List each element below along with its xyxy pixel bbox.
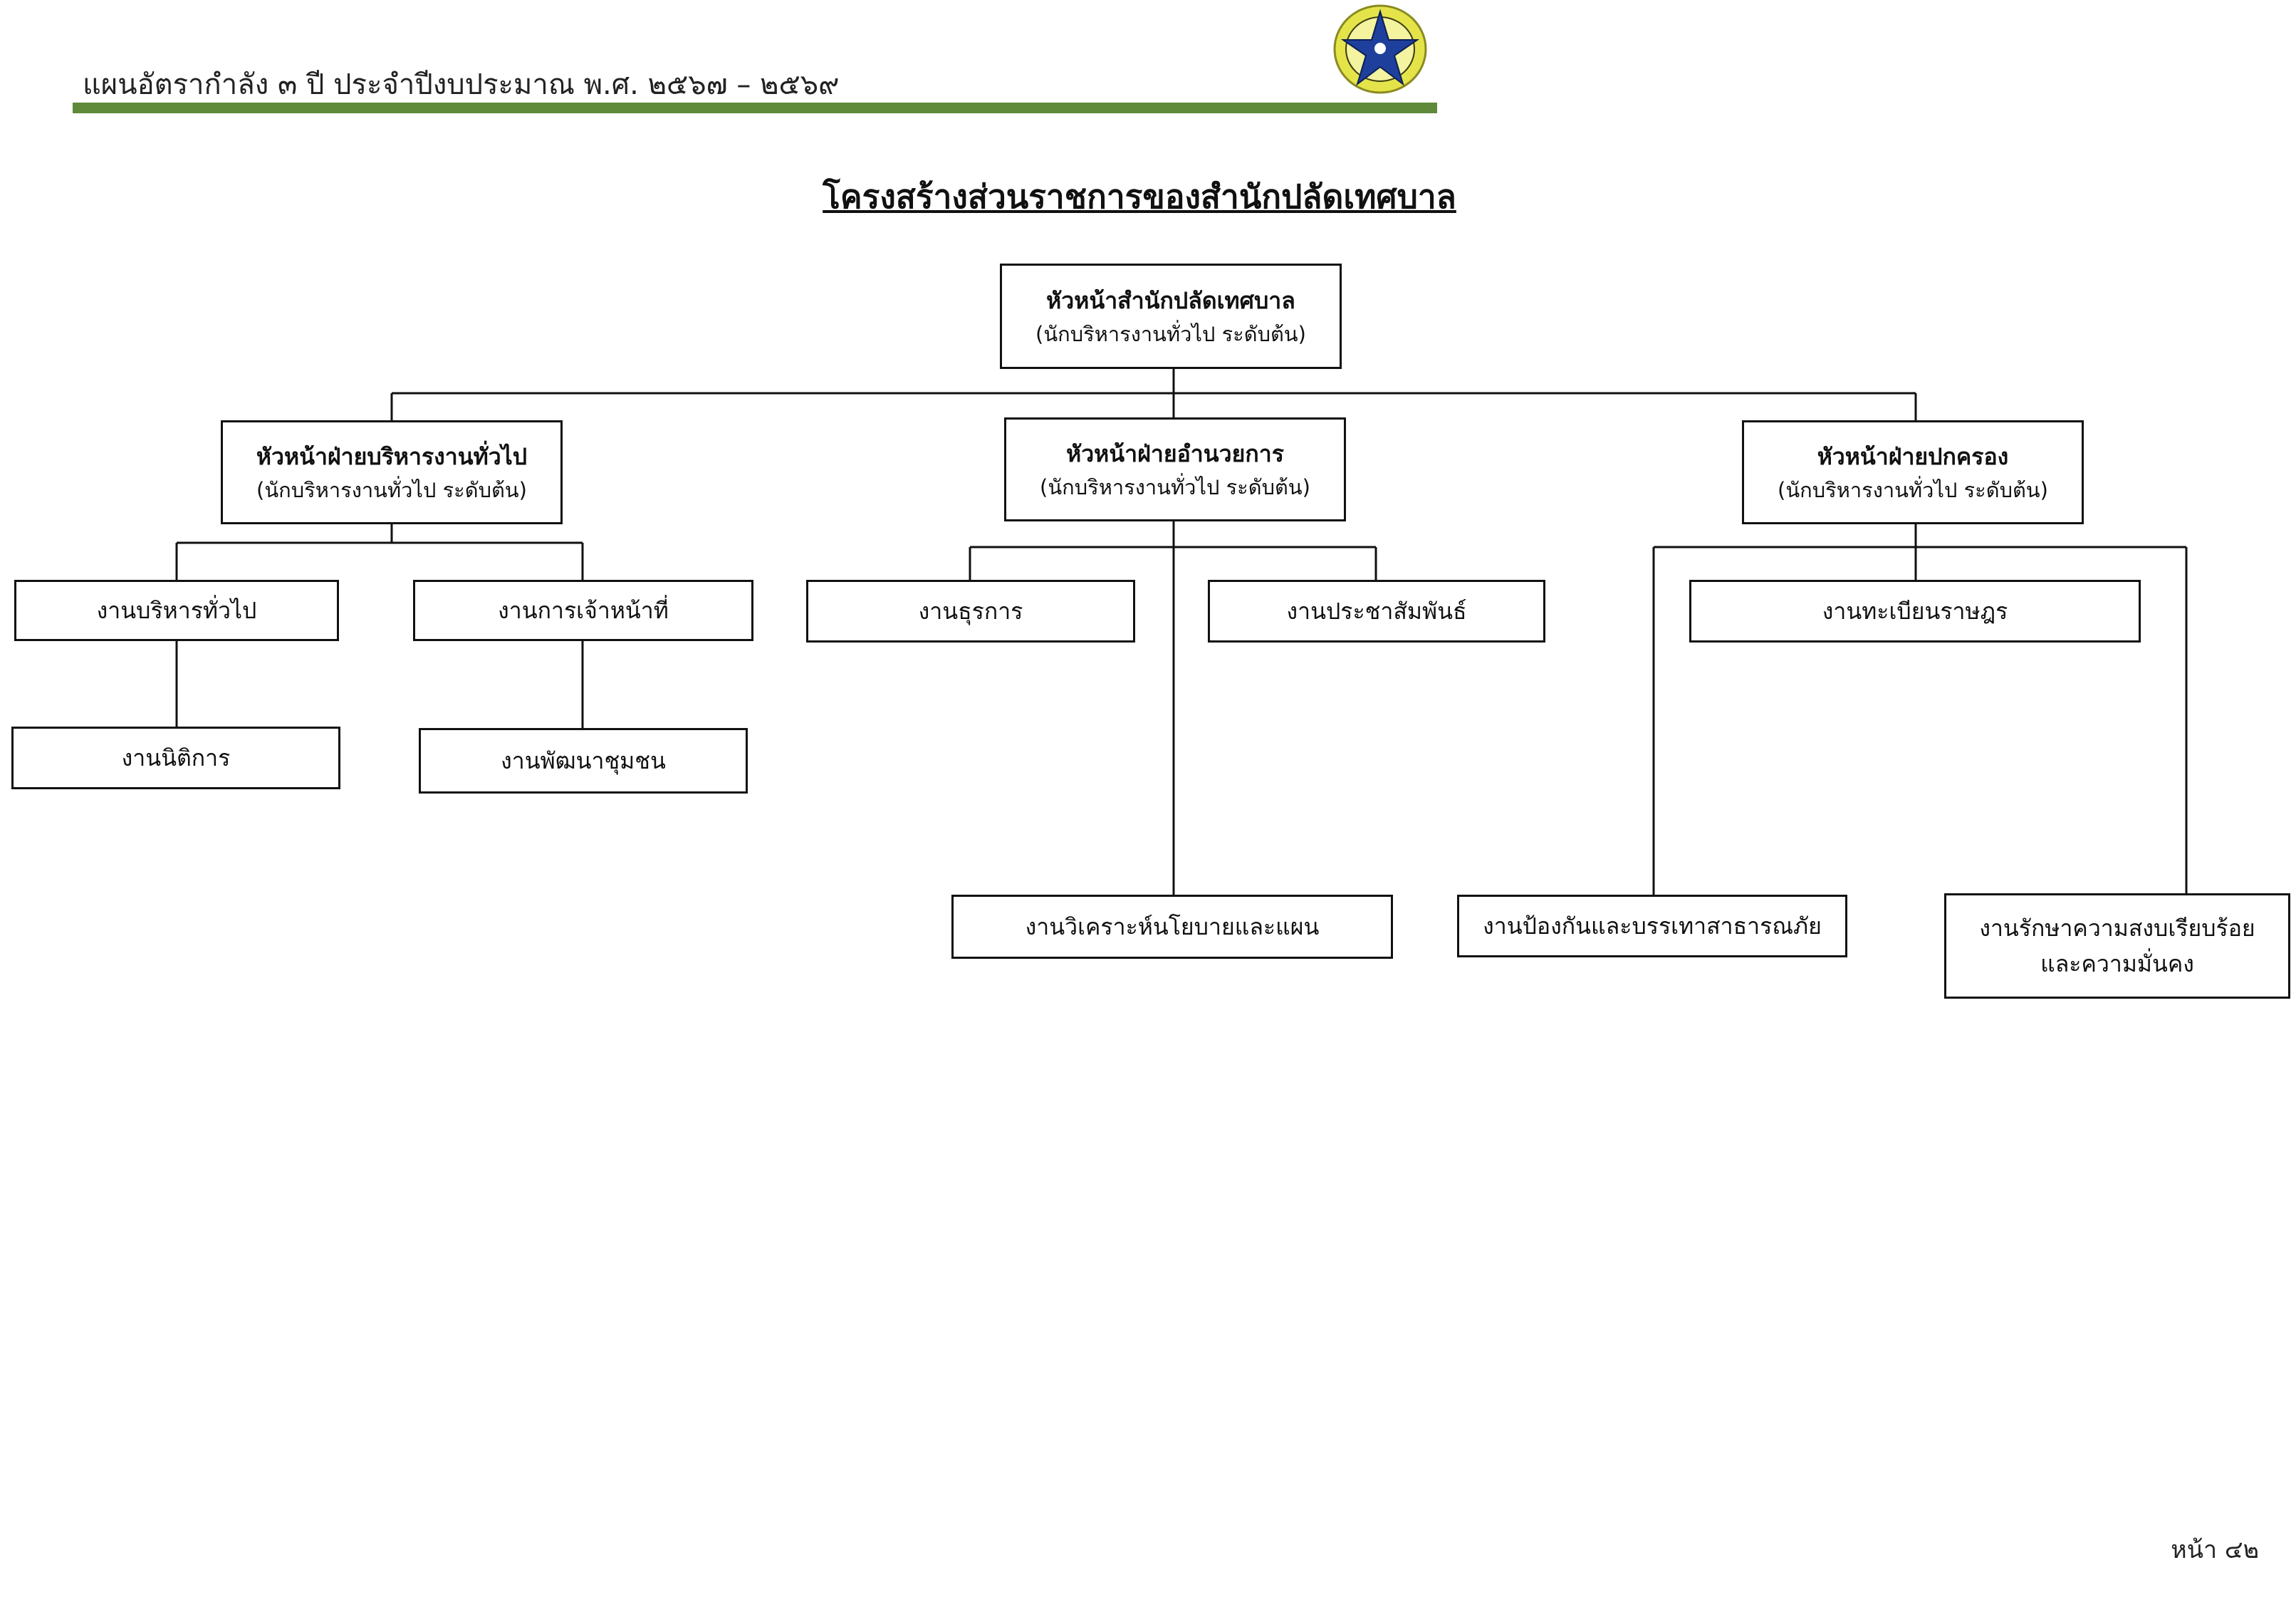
org-unit-label: งานพัฒนาชุมชน (501, 747, 666, 774)
org-unit-label: งานการเจ้าหน้าที่ (498, 597, 669, 624)
org-node-title: หัวหน้าสำนักปลัดเทศบาล (1046, 287, 1295, 314)
page-number: หน้า ๔๒ (2171, 1536, 2259, 1564)
org-node-subtitle: (นักบริหารงานทั่วไป ระดับต้น) (256, 478, 527, 502)
org-unit-peace-security: งานรักษาความสงบเรียบร้อย และความมั่นคง (1944, 893, 2290, 999)
org-unit-clerical: งานธุรการ (806, 580, 1135, 643)
org-unit-label-line-1: งานรักษาความสงบเรียบร้อย (1979, 915, 2255, 942)
org-unit-label: งานวิเคราะห์นโยบายและแผน (1025, 913, 1320, 940)
org-unit-label: งานนิติการ (121, 744, 231, 771)
page-header-title: แผนอัตรากำลัง ๓ ปี ประจำปีงบประมาณ พ.ศ. … (83, 68, 840, 101)
org-unit-label: งานธุรการ (918, 598, 1023, 625)
org-node-subtitle: (นักบริหารงานทั่วไป ระดับต้น) (1778, 478, 2048, 502)
org-unit-public-relations: งานประชาสัมพันธ์ (1208, 580, 1545, 643)
org-unit-personnel: งานการเจ้าหน้าที่ (413, 580, 753, 641)
org-node-subtitle: (นักบริหารงานทั่วไป ระดับต้น) (1040, 475, 1310, 499)
header-rule (73, 103, 1437, 113)
org-unit-label-line-2: และความมั่นคง (2040, 950, 2194, 977)
org-unit-disaster-prevention: งานป้องกันและบรรเทาสาธารณภัย (1457, 895, 1847, 957)
org-node-division-governance: หัวหน้าฝ่ายปกครอง (นักบริหารงานทั่วไป ระ… (1742, 420, 2084, 524)
org-node-division-admin: หัวหน้าฝ่ายบริหารงานทั่วไป (นักบริหารงาน… (221, 420, 563, 524)
org-node-root: หัวหน้าสำนักปลัดเทศบาล (นักบริหารงานทั่ว… (1000, 264, 1342, 369)
org-node-division-directing: หัวหน้าฝ่ายอำนวยการ (นักบริหารงานทั่วไป … (1004, 417, 1346, 521)
org-unit-label: งานป้องกันและบรรเทาสาธารณภัย (1483, 913, 1822, 940)
org-unit-policy-planning: งานวิเคราะห์นโยบายและแผน (951, 895, 1393, 959)
org-unit-label: งานประชาสัมพันธ์ (1286, 598, 1467, 625)
org-node-title: หัวหน้าฝ่ายอำนวยการ (1066, 440, 1284, 467)
document-title: โครงสร้างส่วนราชการของสำนักปลัดเทศบาล (823, 177, 1456, 216)
org-unit-label: งานบริหารทั่วไป (96, 597, 257, 624)
org-unit-general-admin: งานบริหารทั่วไป (14, 580, 339, 641)
municipal-seal-logo (1333, 4, 1427, 94)
org-node-subtitle: (นักบริหารงานทั่วไป ระดับต้น) (1035, 322, 1306, 346)
org-node-title: หัวหน้าฝ่ายปกครอง (1817, 443, 2009, 470)
org-unit-civil-registration: งานทะเบียนราษฎร (1689, 580, 2141, 643)
org-unit-community-development: งานพัฒนาชุมชน (419, 728, 748, 794)
org-unit-label: งานทะเบียนราษฎร (1822, 598, 2008, 625)
org-unit-legal: งานนิติการ (11, 727, 340, 789)
org-node-title: หัวหน้าฝ่ายบริหารงานทั่วไป (256, 443, 528, 470)
